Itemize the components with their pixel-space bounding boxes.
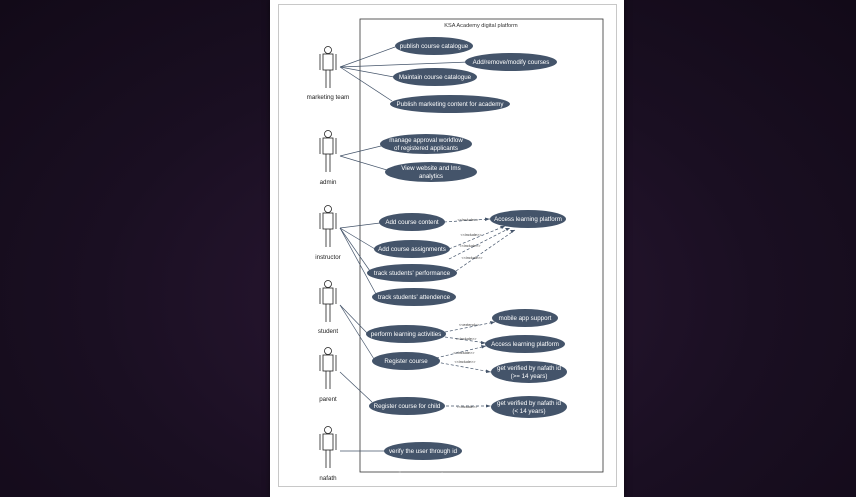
uc-maintain-catalogue: [393, 68, 477, 86]
uc-label: track students' performance: [374, 270, 451, 277]
actor-label-parent: parent: [319, 396, 337, 403]
uc-publish-marketing: [390, 95, 510, 113]
stereotype-label: <<include>>: [456, 337, 478, 341]
actor-figures: [319, 46, 337, 468]
page-frame: [278, 4, 617, 487]
stereotype-label: <<include>>: [454, 351, 476, 355]
uc-label: perform learning activities: [371, 331, 442, 338]
uc-label: Publish marketing content for academy: [397, 101, 505, 108]
uc-register-course: [372, 352, 440, 370]
uc-track-attendance: [372, 288, 456, 306]
uc-label: (< 14 years): [512, 408, 545, 415]
uc-register-child: [369, 397, 445, 415]
use-case-ellipses: [366, 37, 567, 460]
uc-add-remove-courses: [465, 53, 557, 71]
actor-marketing-team: [319, 46, 337, 88]
uc-label: verify the user through id: [389, 448, 458, 455]
stereotype-label: <<include>>: [462, 256, 484, 260]
actor-nafath: [319, 426, 337, 468]
uc-label: publish course catalogue: [400, 43, 469, 50]
stereotype-label: <<include>>: [458, 218, 480, 222]
actor-label-student: student: [318, 328, 339, 335]
uc-add-assignments: [374, 240, 450, 258]
actor-label-admin: admin: [320, 179, 337, 186]
actor-label-marketing: marketing team: [307, 94, 350, 101]
uc-verify-child: [491, 396, 567, 418]
uc-access-platform-1: [490, 210, 566, 228]
actor-instructor: [319, 205, 337, 247]
stereotype-label: <<include>>: [455, 360, 477, 364]
uc-publish-catalogue: [395, 37, 473, 55]
uc-access-platform-2: [485, 335, 565, 353]
associations: [339, 46, 470, 452]
uc-verify-user: [384, 442, 462, 460]
uc-label: manage approval workflow: [389, 137, 463, 144]
actor-label-nafath: nafath: [319, 475, 337, 482]
uc-label: Register course for child: [374, 403, 441, 410]
system-boundary: [359, 18, 604, 473]
uc-label: track students' attendence: [378, 294, 451, 301]
uc-label: Register course: [384, 358, 428, 365]
actor-student: [319, 280, 337, 322]
uc-mobile-support: [492, 309, 558, 327]
stereotype-label: <<include>>: [457, 405, 479, 409]
uc-label: of registered applicants: [394, 145, 458, 152]
uc-label: Add course content: [385, 219, 439, 226]
include-lines: [435, 218, 516, 407]
uc-approval-workflow: [380, 134, 472, 154]
stereotype-label: <<include>>: [461, 233, 483, 237]
uc-label: Add/remove/modify courses: [473, 59, 550, 66]
uc-label: mobile app support: [499, 315, 552, 322]
stereotype-label: <<extend>>: [459, 323, 480, 327]
uc-label: Maintain course catalogue: [399, 74, 472, 81]
uc-label: get verified by nafath id: [497, 365, 562, 372]
uc-verify-adult: [491, 361, 567, 383]
uc-label: Access learning platform: [491, 341, 559, 348]
actor-admin: [319, 130, 337, 172]
uc-label: Add course assignments: [378, 246, 446, 253]
actor-parent: [319, 347, 337, 389]
uc-learning-activities: [366, 325, 446, 343]
uc-view-analytics: [385, 162, 477, 182]
system-title: KSA Academy digital platform: [444, 23, 518, 29]
uc-track-performance: [367, 264, 457, 282]
uc-add-content: [379, 213, 445, 231]
uc-label: Access learning platform: [494, 216, 562, 223]
use-case-labels: publish course catalogue Add/remove/modi…: [371, 43, 562, 455]
uc-label: View website and lms: [401, 165, 460, 172]
watermark-logo: خمسات: [376, 465, 450, 490]
include-arrowheads: [481, 217, 515, 408]
uc-label: get verified by nafath id: [497, 400, 562, 407]
uc-label: (>= 14 years): [511, 373, 548, 380]
stereotype-label: <<include>>: [460, 244, 482, 248]
uc-label: analytics: [419, 173, 443, 180]
actor-label-instructor: instructor: [315, 254, 340, 261]
